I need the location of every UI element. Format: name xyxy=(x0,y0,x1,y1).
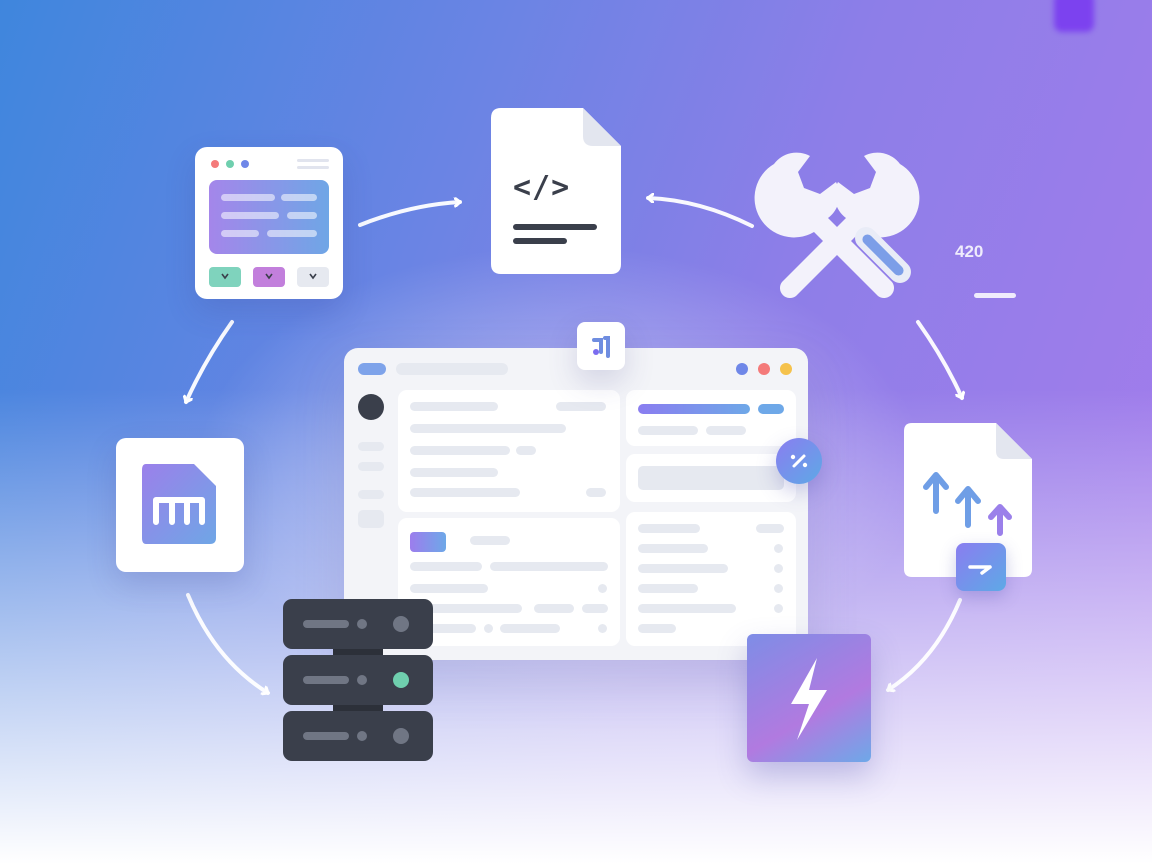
panel-progress xyxy=(626,390,796,446)
panel-list xyxy=(398,390,620,512)
panel-rows xyxy=(398,518,620,646)
arrow-tools-to-upload xyxy=(916,320,962,400)
logo-badge-icon xyxy=(577,322,625,370)
sidebar-item[interactable] xyxy=(358,490,384,499)
document-m-icon xyxy=(116,438,244,572)
check-badge xyxy=(758,404,784,414)
sidebar-item[interactable] xyxy=(358,462,384,471)
avatar[interactable] xyxy=(358,394,384,420)
server-stack-icon xyxy=(283,599,433,761)
server-unit xyxy=(283,711,433,761)
corner-dash xyxy=(974,293,1016,298)
arrow-ui-to-code xyxy=(358,202,462,227)
panel-field xyxy=(626,454,796,502)
tag-gradient xyxy=(410,532,446,552)
progress-bar xyxy=(638,404,750,414)
arrow-doc-to-server xyxy=(186,593,270,693)
percent-badge-icon[interactable] xyxy=(776,438,822,484)
dashboard-address-bar xyxy=(396,363,508,375)
ui-window-icon xyxy=(195,147,343,299)
server-unit xyxy=(283,655,433,705)
server-unit xyxy=(283,599,433,649)
upload-file-icon xyxy=(904,423,1034,591)
panel-settings xyxy=(626,512,796,646)
status-indicator xyxy=(393,672,409,688)
sidebar-item[interactable] xyxy=(358,442,384,451)
sidebar-item[interactable] xyxy=(358,510,384,528)
dashboard-pill xyxy=(358,363,386,375)
arrow-tools-to-code xyxy=(646,198,754,228)
upload-badge[interactable] xyxy=(956,543,1006,591)
input-field[interactable] xyxy=(638,466,784,490)
code-glyph: </> xyxy=(513,170,571,205)
code-file-icon: </> xyxy=(491,108,621,274)
tools-icon xyxy=(754,152,920,298)
corner-square xyxy=(1054,0,1094,32)
window-dot-red[interactable] xyxy=(758,363,770,375)
corner-number: 420 xyxy=(955,242,984,261)
ui-window-panel xyxy=(209,180,329,254)
arrow-ui-to-doc xyxy=(186,320,234,404)
window-dot-blue[interactable] xyxy=(736,363,748,375)
arrow-upload-to-bolt xyxy=(886,598,962,690)
lightning-icon xyxy=(747,634,871,762)
window-dot-yellow[interactable] xyxy=(780,363,792,375)
